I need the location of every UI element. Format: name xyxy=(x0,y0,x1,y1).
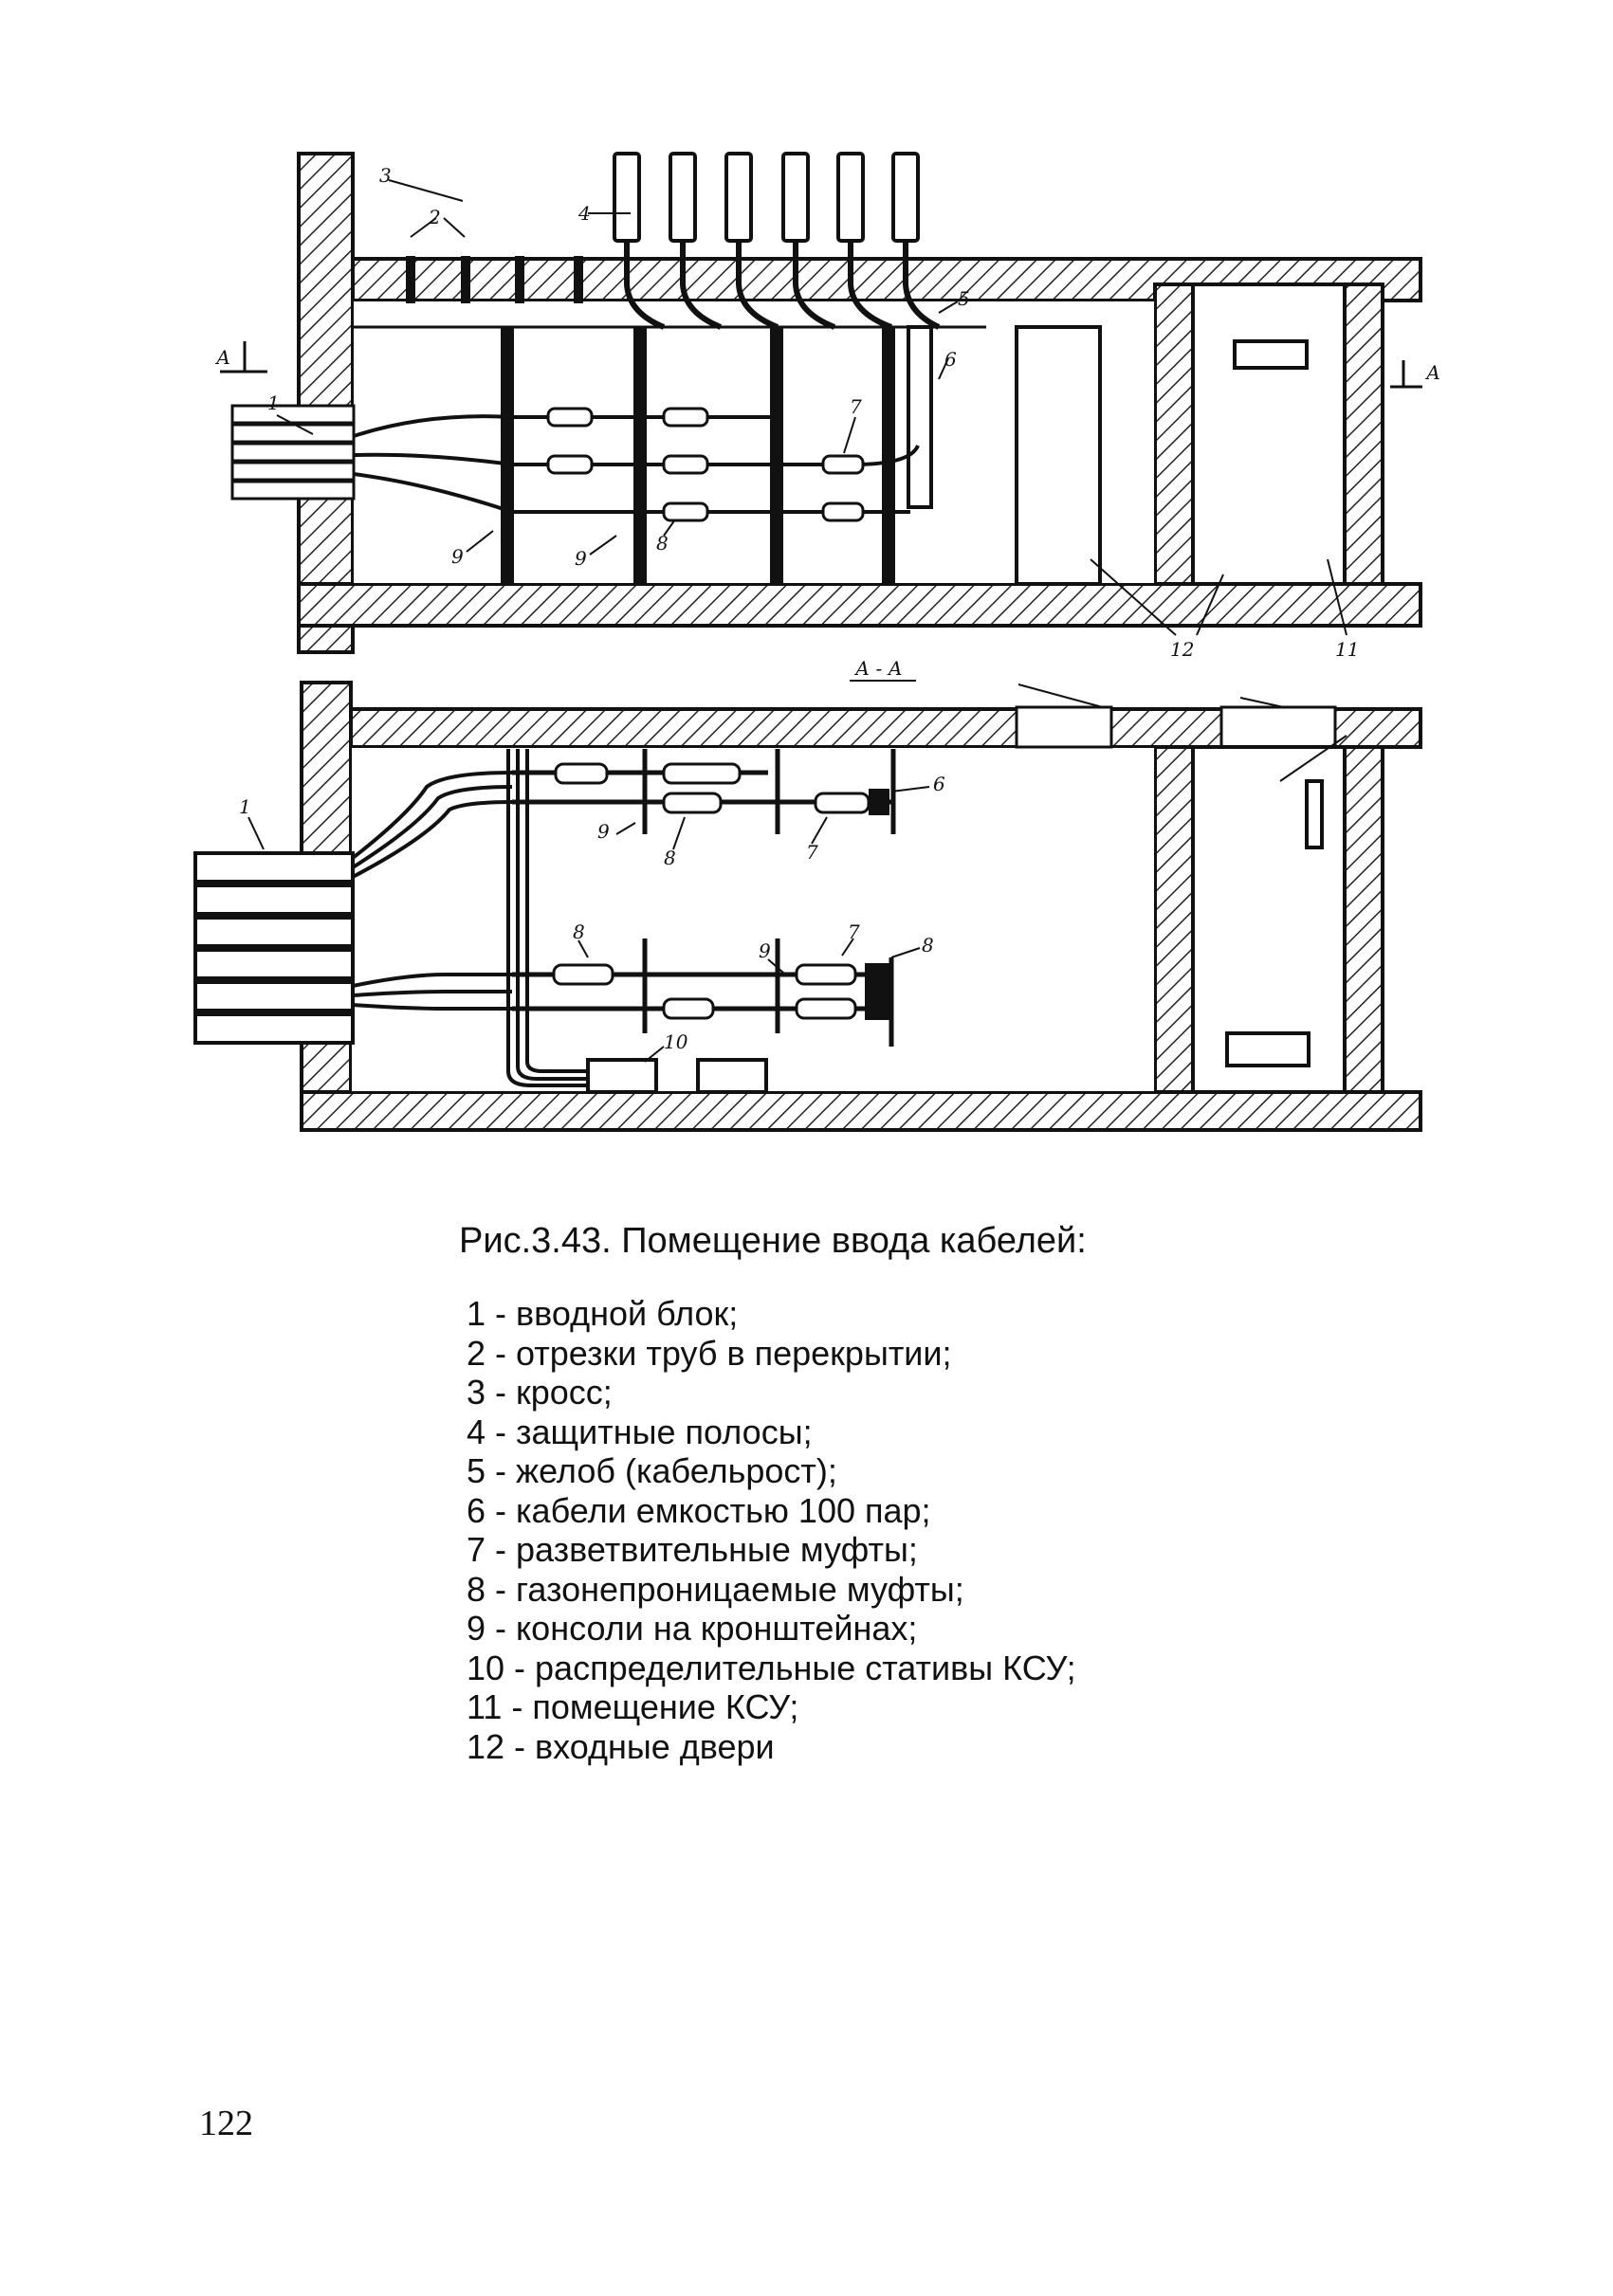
legend-item: 4 - защитные полосы; xyxy=(467,1412,813,1451)
section-callout-7a: 7 xyxy=(806,841,818,864)
legend-item: 5 - желоб (кабельрост); xyxy=(467,1451,837,1490)
callout-8: 8 xyxy=(656,532,669,555)
callout-3: 3 xyxy=(379,164,392,187)
figure-legend: 1 - вводной блок; 2 - отрезки труб в пер… xyxy=(467,1294,1087,1766)
top-left-wall xyxy=(297,152,355,654)
section-callout-9a: 9 xyxy=(597,820,610,843)
couplings xyxy=(546,407,865,522)
section-right-wall xyxy=(1343,745,1384,1094)
legend-item: 9 - консоли на кронштейнах; xyxy=(467,1609,918,1648)
legend-item: 7 - разветвительные муфты; xyxy=(467,1530,918,1569)
section-callout-9b: 9 xyxy=(759,939,771,962)
callout-5: 5 xyxy=(958,287,970,310)
legend-item: 2 - отрезки труб в перекрытии; xyxy=(467,1333,952,1373)
entry-door-opening xyxy=(1015,705,1113,749)
figure-caption: Рис.3.43. Помещение ввода кабелей: 1 - в… xyxy=(459,1221,1087,1766)
section-callout-6: 6 xyxy=(933,773,945,795)
legend-item: 3 - кросс; xyxy=(467,1373,613,1412)
page-number: 122 xyxy=(199,2104,253,2143)
entry-block xyxy=(230,404,356,501)
legend-item: 6 - кабели емкостью 100 пар; xyxy=(467,1490,931,1530)
legend-item: 12 - входные двери xyxy=(467,1726,775,1766)
callout-11: 11 xyxy=(1335,638,1359,661)
top-ksu-room xyxy=(1191,282,1347,586)
section-partition xyxy=(1153,745,1195,1094)
legend-item: 11 - помещение КСУ; xyxy=(467,1687,799,1726)
callout-6: 6 xyxy=(944,348,957,371)
legend-item: 8 - газонепроницаемые муфты; xyxy=(467,1569,964,1609)
callout-1: 1 xyxy=(267,392,280,414)
section-bottom-slab xyxy=(300,1090,1422,1132)
section-markers xyxy=(220,341,1422,389)
section-callout-1: 1 xyxy=(239,795,251,818)
top-right-wall xyxy=(1343,282,1384,586)
callout-9a: 9 xyxy=(451,545,464,568)
top-partition xyxy=(1153,282,1195,586)
top-door-cabinet xyxy=(1015,325,1102,586)
section-view: 1 10 xyxy=(193,681,1422,1132)
callout-2: 2 xyxy=(428,206,441,228)
ksu-rack-2 xyxy=(696,1058,768,1094)
legend-item: 10 - распределительные стативы КСУ; xyxy=(467,1648,1076,1687)
section-callout-8c: 8 xyxy=(922,934,934,957)
callout-9b: 9 xyxy=(575,547,587,570)
callout-12: 12 xyxy=(1170,638,1194,661)
top-callouts: 3 2 4 5 6 1 7 8 9 9 12 11 xyxy=(267,164,1359,661)
section-marker-left: А xyxy=(214,346,230,369)
cable-entry-room-drawing: А А 3 2 4 5 6 1 7 8 9 xyxy=(193,152,1440,1132)
pipe-segments xyxy=(406,256,583,303)
section-callout-10: 10 xyxy=(664,1030,688,1053)
legend-item: 1 - вводной блок; xyxy=(467,1294,739,1333)
protective-strips xyxy=(613,152,920,243)
callout-7: 7 xyxy=(850,395,862,418)
section-marker-right: А xyxy=(1424,361,1440,384)
callout-4: 4 xyxy=(577,202,591,225)
top-view: А А 3 2 4 5 6 1 7 8 9 xyxy=(214,152,1440,661)
section-callout-8a: 8 xyxy=(664,847,676,869)
section-callout-7b: 7 xyxy=(848,920,860,943)
figure-caption-title: Рис.3.43. Помещение ввода кабелей: xyxy=(459,1221,1087,1261)
section-label: А - А xyxy=(853,657,903,680)
section-entry-block xyxy=(193,851,355,1045)
consoles xyxy=(501,327,895,583)
top-floor-slab xyxy=(297,582,1422,628)
ksu-rack-1 xyxy=(586,1058,658,1094)
section-callout-8b: 8 xyxy=(573,920,585,943)
cable-tray xyxy=(907,325,933,509)
